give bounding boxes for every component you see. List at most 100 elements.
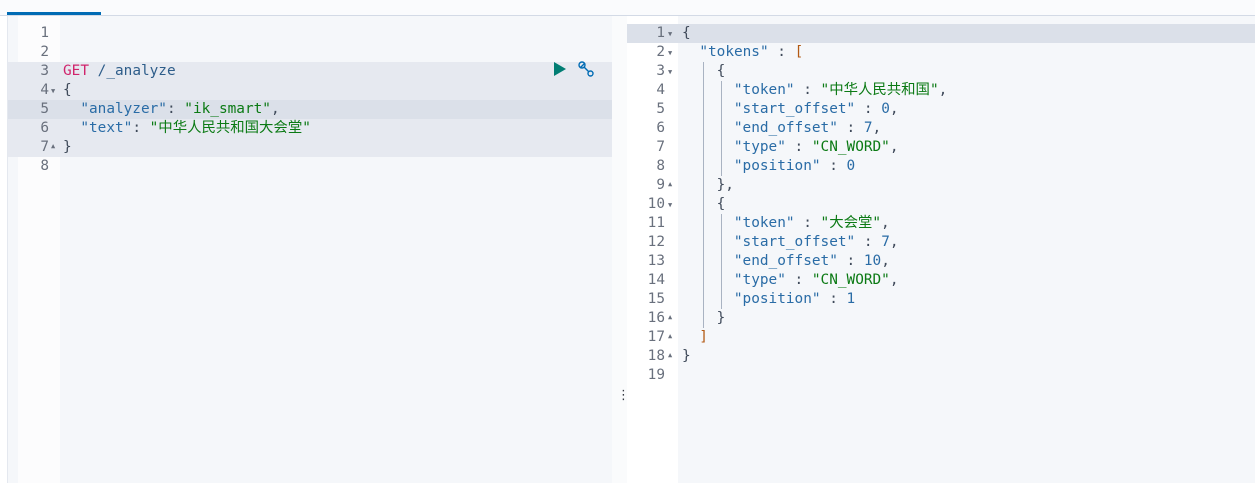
token-punc: { [716, 63, 726, 79]
token-key: "position" [733, 158, 821, 174]
response-viewer[interactable]: 1▼{2▼ "tokens" : [3▼{4"token" : "中华人民共和国… [627, 16, 1255, 483]
token-brack: ] [699, 329, 708, 345]
code-line[interactable]: 8"position" : 0 [627, 157, 1255, 176]
indent-guide [682, 119, 699, 138]
code-line[interactable]: 16▲} [627, 309, 1255, 328]
line-number: 1 [656, 25, 665, 41]
code-line[interactable]: 2▼ "tokens" : [ [627, 43, 1255, 62]
fold-up-icon[interactable]: ▲ [668, 351, 673, 359]
fold-up-icon[interactable]: ▲ [668, 332, 673, 340]
token-punc: } [682, 348, 691, 364]
fold-down-icon[interactable]: ▼ [51, 87, 56, 95]
token-punc: : [794, 215, 821, 231]
code-line[interactable]: 12"start_offset" : 7, [627, 233, 1255, 252]
line-number: 19 [647, 367, 665, 383]
fold-up-icon[interactable]: ▲ [668, 313, 673, 321]
code-line[interactable]: 17▲] [627, 328, 1255, 347]
code-content: "type" : "CN_WORD", [682, 271, 899, 290]
token-key: "token" [733, 82, 795, 98]
code-line[interactable]: 4"token" : "中华人民共和国", [627, 81, 1255, 100]
fold-down-icon[interactable]: ▼ [668, 68, 673, 76]
indent-guide [682, 271, 699, 290]
code-line[interactable]: 7▲} [8, 138, 613, 157]
token-num: 7 [881, 234, 890, 250]
indent-guide [699, 138, 716, 157]
active-tab-indicator[interactable] [7, 12, 101, 15]
request-actions [553, 60, 595, 84]
code-line[interactable]: 6"end_offset" : 7, [627, 119, 1255, 138]
code-content: { [682, 195, 725, 214]
code-line[interactable]: 3▼{ [627, 62, 1255, 81]
code-line[interactable]: 15"position" : 1 [627, 290, 1255, 309]
wrench-icon[interactable] [577, 60, 595, 84]
fold-down-icon[interactable]: ▼ [668, 201, 673, 209]
token-punc: { [63, 82, 72, 98]
code-content: }, [682, 176, 734, 195]
code-line[interactable]: 7 "type" : "CN_WORD", [627, 138, 1255, 157]
code-line[interactable]: 9▲}, [627, 176, 1255, 195]
indent-guide [717, 252, 734, 271]
indent-guide [717, 214, 734, 233]
panel-resizer[interactable]: ⋮ [612, 16, 630, 483]
token-punc [63, 120, 80, 136]
fold-up-icon[interactable]: ▲ [51, 142, 56, 150]
token-punc: : [785, 272, 812, 288]
indent-guide [699, 309, 716, 328]
line-number: 12 [647, 234, 665, 250]
code-line[interactable]: 10▼ { [627, 195, 1255, 214]
indent-guide [717, 271, 734, 290]
code-line[interactable]: 18▲} [627, 347, 1255, 366]
fold-down-icon[interactable]: ▼ [668, 30, 673, 38]
token-punc: , [872, 120, 882, 136]
code-line[interactable]: 11"token" : "大会堂", [627, 214, 1255, 233]
code-line[interactable]: 4▼{ [8, 81, 613, 100]
indent-guide [682, 233, 699, 252]
line-number: 6 [656, 120, 665, 136]
code-line[interactable]: 1▼{ [627, 24, 1255, 43]
indent-guide [699, 195, 716, 214]
line-number: 1 [40, 25, 49, 41]
play-icon[interactable] [553, 61, 567, 83]
line-number: 7 [656, 139, 665, 155]
token-punc: } [716, 310, 726, 326]
indent-guide [682, 252, 699, 271]
line-number: 11 [647, 215, 665, 231]
token-punc: : [768, 44, 795, 60]
line-number: 10 [647, 196, 665, 212]
line-number: 13 [647, 253, 665, 269]
code-line[interactable]: 5"start_offset" : 0, [627, 100, 1255, 119]
indent-guide [699, 81, 716, 100]
indent-guide [699, 233, 716, 252]
resize-handle-icon[interactable]: ⋮ [617, 388, 630, 403]
fold-down-icon[interactable]: ▼ [668, 49, 673, 57]
code-line[interactable]: 14"type" : "CN_WORD", [627, 271, 1255, 290]
token-key: "token" [733, 215, 795, 231]
code-line[interactable]: 8 [8, 157, 613, 176]
code-line[interactable]: 6 "text": "中华人民共和国大会堂" [8, 119, 613, 138]
code-content: { [63, 81, 72, 100]
indent-guide [682, 100, 699, 119]
token-punc: , [889, 272, 899, 288]
code-line[interactable]: 1 [8, 24, 613, 43]
token-str: "ik_smart" [184, 101, 271, 117]
token-punc: : [820, 158, 847, 174]
indent-guide [717, 157, 734, 176]
code-line[interactable]: 2 [8, 43, 613, 62]
token-str: "CN_WORD" [811, 272, 890, 288]
token-punc: : [785, 139, 812, 155]
line-number: 18 [647, 348, 665, 364]
line-number: 3 [40, 63, 49, 79]
token-str: "CN_WORD" [811, 139, 890, 155]
fold-up-icon[interactable]: ▲ [668, 180, 673, 188]
indent-guide [699, 214, 716, 233]
code-content: "text": "中华人民共和国大会堂" [63, 119, 311, 138]
code-content: } [682, 347, 691, 366]
code-line[interactable]: 13"end_offset" : 10, [627, 252, 1255, 271]
indent-guide [717, 233, 734, 252]
code-line[interactable]: 19 [627, 366, 1255, 385]
code-content: "type" : "CN_WORD", [682, 138, 899, 157]
code-line[interactable]: 5 "analyzer": "ik_smart", [8, 100, 613, 119]
token-key: "text" [80, 120, 133, 136]
